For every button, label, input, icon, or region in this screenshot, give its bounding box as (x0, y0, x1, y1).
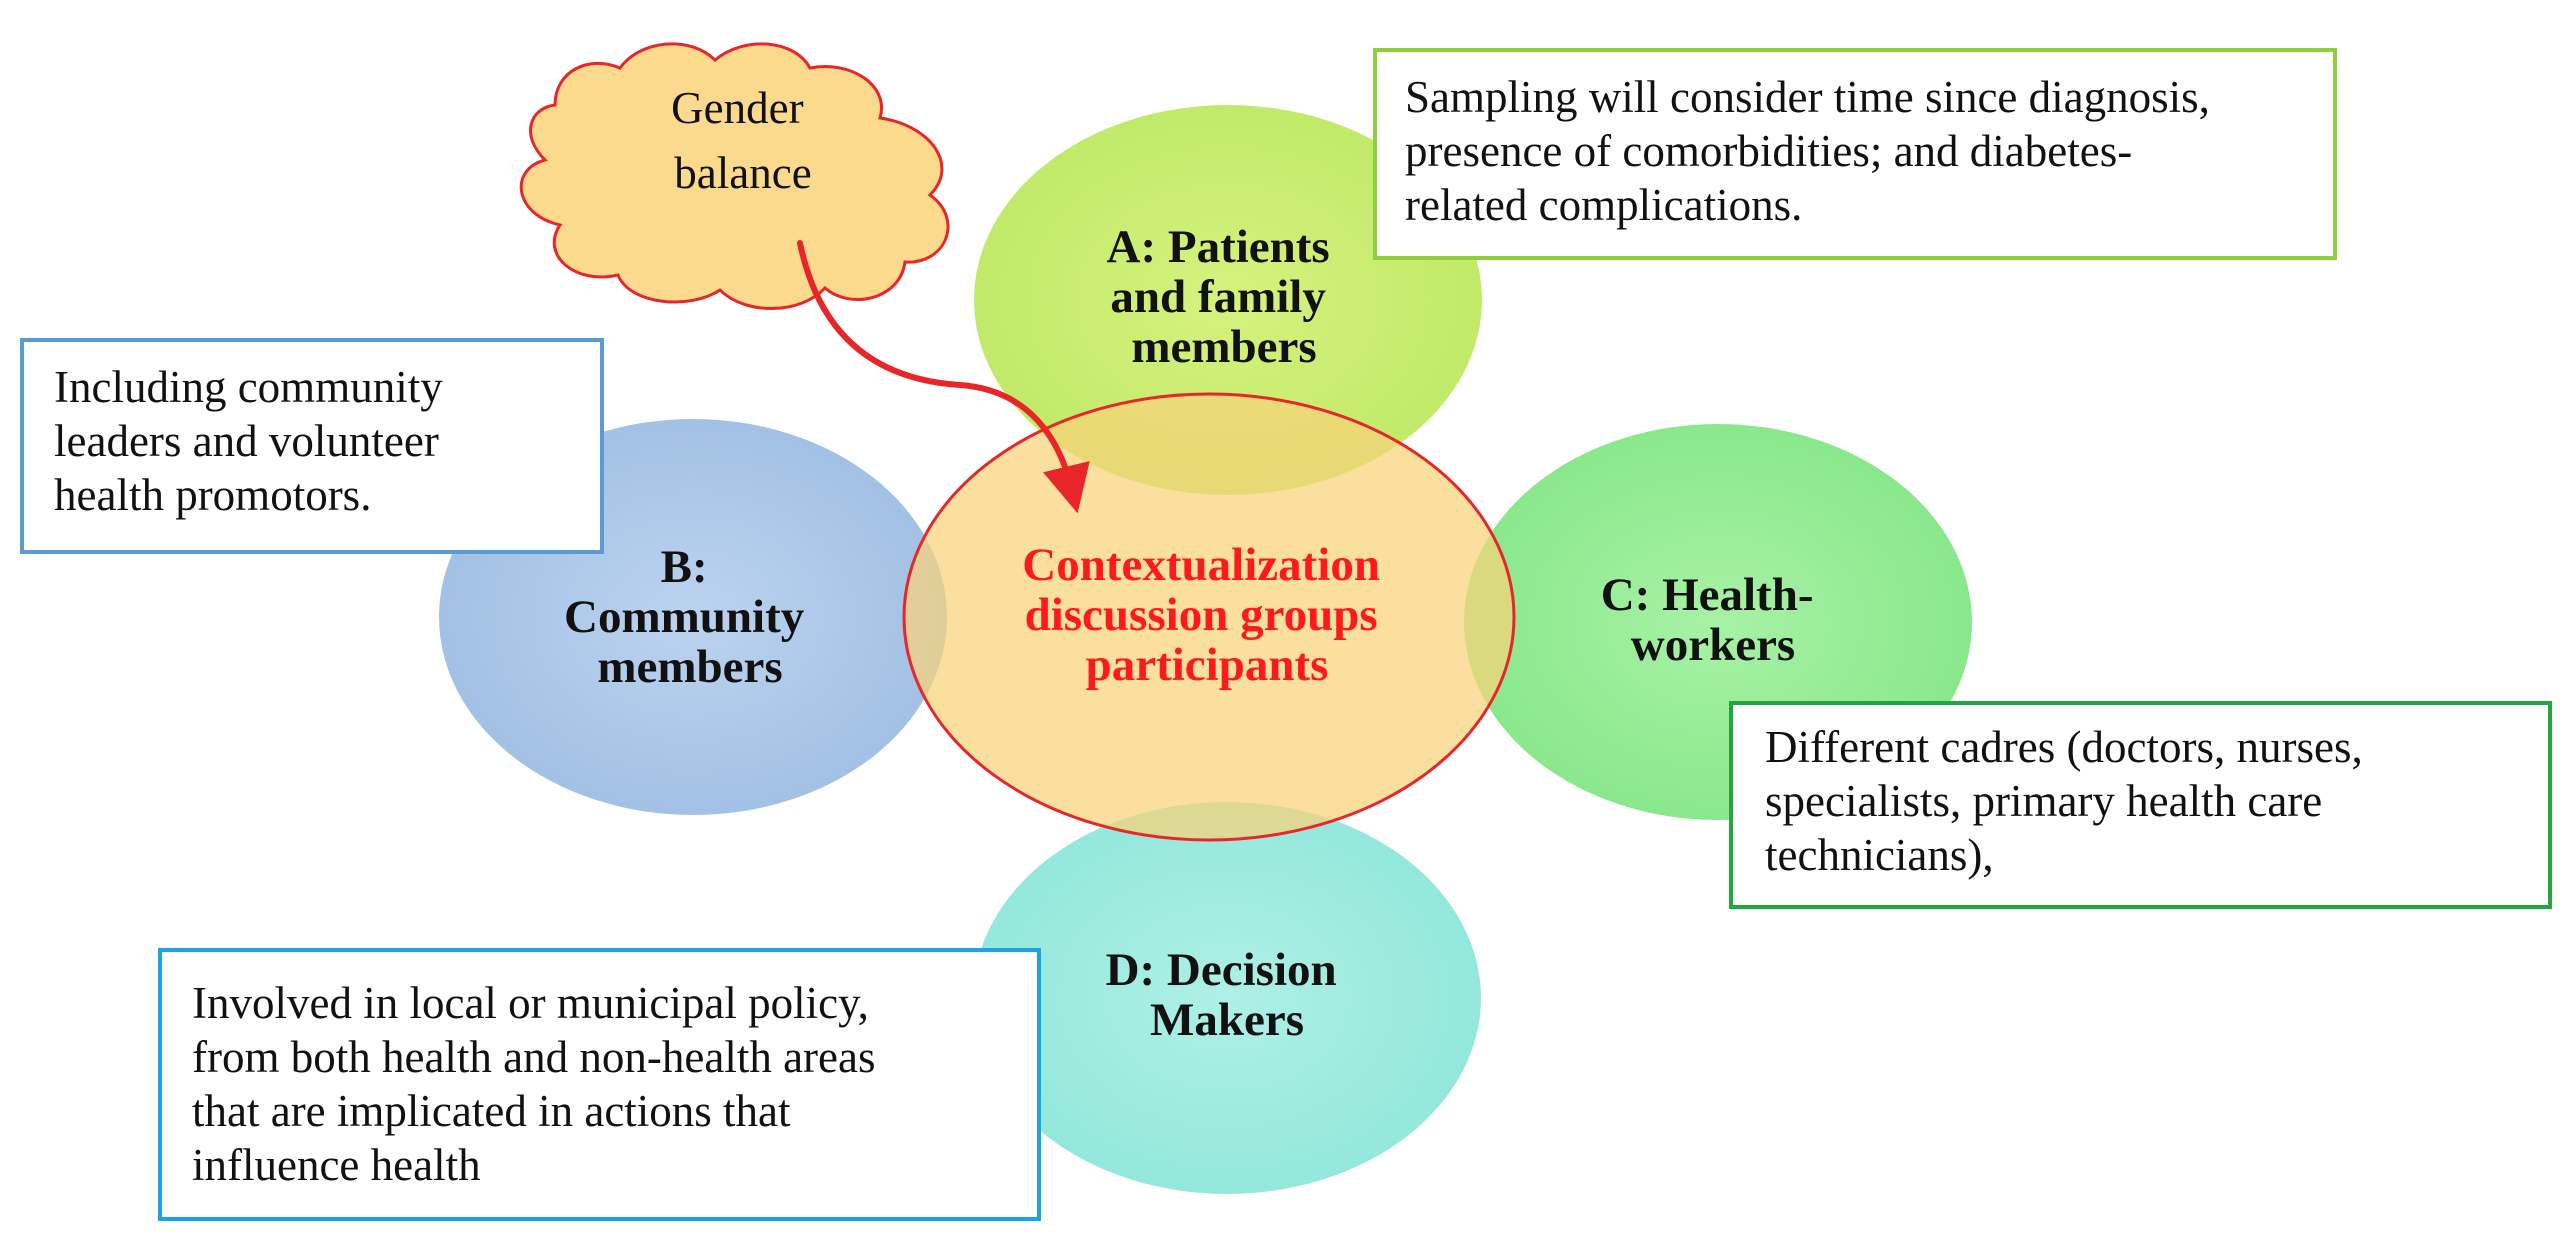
hub-line: participants (1086, 639, 1329, 691)
note-patients-sampling: Sampling will consider time since diagno… (1373, 48, 2337, 260)
cloud-line: balance (674, 148, 811, 198)
note-line: influence health (192, 1140, 481, 1190)
group-a-label: A: Patients and family members (1107, 221, 1342, 373)
group-a-circle (974, 105, 1482, 495)
note-line: Involved in local or municipal policy, (192, 978, 869, 1028)
group-c-label: C: Health- workers (1601, 569, 1826, 671)
hub-line: discussion groups (1025, 589, 1378, 641)
group-a-line: and family (1110, 271, 1326, 323)
note-community-members: Including community leaders and voluntee… (20, 338, 604, 554)
note-health-workers: Different cadres (doctors, nurses, speci… (1729, 701, 2552, 909)
note-line: leaders and volunteer (54, 416, 439, 466)
group-b-label: B: Community members (564, 541, 816, 693)
group-a-line: members (1131, 321, 1316, 373)
group-c-line: workers (1631, 619, 1795, 671)
group-d-line: Makers (1150, 994, 1304, 1046)
note-line: related complications. (1405, 180, 1803, 230)
note-line: Sampling will consider time since diagno… (1405, 72, 2210, 122)
note-line: Including community (54, 362, 443, 412)
note-line: from both health and non-health areas (192, 1032, 876, 1082)
hub-label: Contextualization discussion groups part… (1022, 539, 1391, 691)
gender-balance-label: Gender balance (671, 83, 815, 198)
cloud-to-hub-arrow (797, 240, 1090, 514)
group-c-line: C: Health- (1601, 569, 1814, 621)
group-d-line: D: Decision (1106, 944, 1337, 996)
group-b-line: members (597, 641, 782, 693)
hub-line: Contextualization (1022, 539, 1380, 591)
note-line: specialists, primary health care (1765, 776, 2323, 826)
note-line: Different cadres (doctors, nurses, (1765, 722, 2363, 772)
group-b-line: B: (661, 541, 708, 593)
note-decision-makers: Involved in local or municipal policy, f… (158, 948, 1041, 1221)
group-a-line: A: Patients (1107, 221, 1330, 273)
note-line: health promotors. (54, 470, 372, 520)
note-line: technicians), (1765, 830, 1994, 880)
group-d-label: D: Decision Makers (1106, 944, 1349, 1046)
gender-balance-cloud (519, 42, 950, 310)
note-line: presence of comorbidities; and diabetes- (1405, 126, 2133, 176)
cloud-line: Gender (671, 83, 803, 133)
group-d-circle (973, 802, 1481, 1194)
note-line: that are implicated in actions that (192, 1086, 791, 1136)
group-b-line: Community (564, 591, 805, 643)
